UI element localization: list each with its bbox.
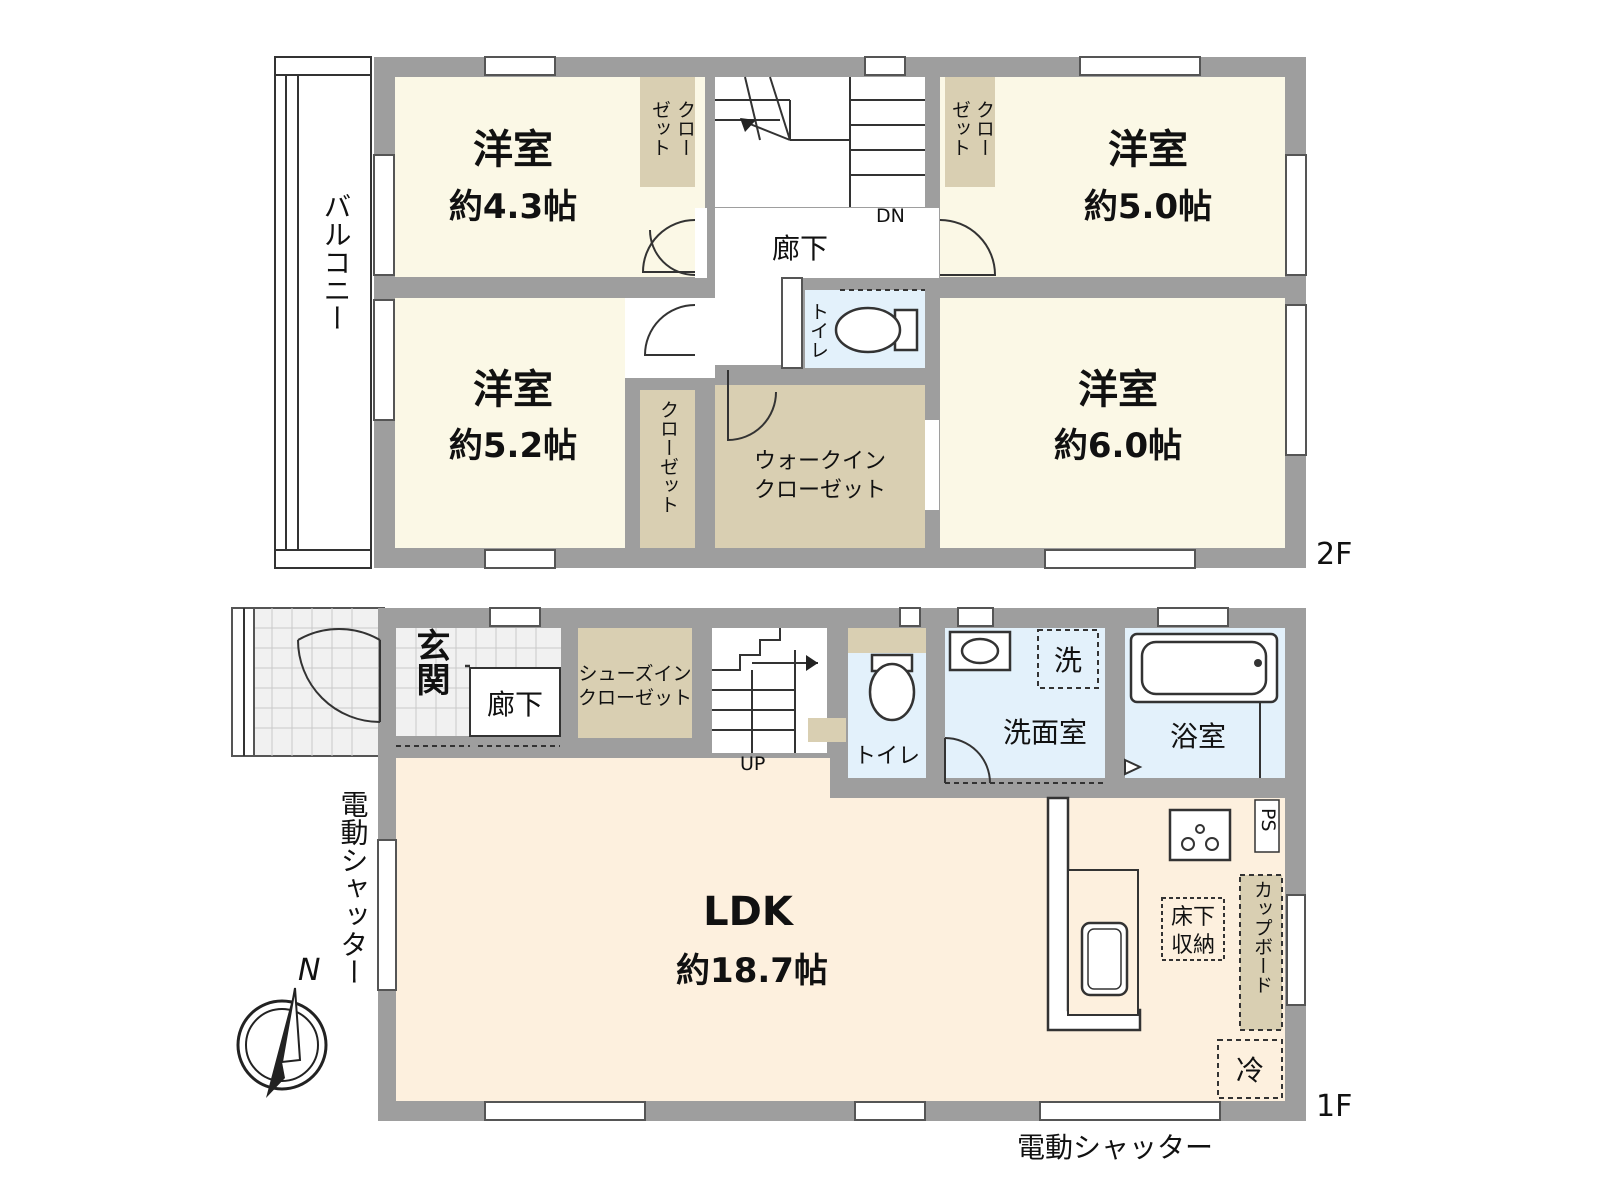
- closet-ne: [945, 77, 995, 187]
- room-ne-name: 洋室: [1108, 127, 1188, 173]
- hall-2f: [715, 208, 925, 365]
- windows-2f: [373, 56, 1307, 569]
- ldk-name: LDK: [703, 889, 795, 935]
- closet-nw: [640, 77, 695, 187]
- shutter-west-label: 電動シャッター: [337, 790, 370, 986]
- room-nw-name: 洋室: [473, 127, 553, 173]
- shoes-closet: [578, 628, 692, 738]
- stairs-2f: [715, 77, 925, 207]
- closet-sw: [640, 390, 695, 548]
- room-ne: [940, 77, 1285, 277]
- pipe-space: [1254, 799, 1280, 853]
- first-floor: 玄関 廊下 シューズイン クローゼット UP トイレ 洗面室 洗 浴室 LDK …: [231, 607, 1352, 1164]
- walkin-label-1: ウォークイン: [754, 449, 886, 474]
- cupboard-label: カップボード: [1251, 880, 1273, 994]
- hall-1f-label: 廊下: [487, 688, 543, 721]
- walkin-closet: [715, 385, 925, 548]
- closet-nw-label-1: クロー: [674, 100, 696, 157]
- washroom-label: 洗面室: [1003, 716, 1087, 749]
- svg-text:バルコニー: バルコニー: [320, 192, 353, 332]
- entrance-label: 玄関: [410, 628, 450, 696]
- room-ne-size: 約5.0帖: [1084, 187, 1212, 227]
- washer-label: 洗: [1054, 644, 1082, 677]
- floor-label-2f: 2F: [1316, 537, 1352, 572]
- room-sw-size: 約5.2帖: [449, 426, 577, 466]
- closet-ne-label-1: クロー: [973, 100, 995, 157]
- windows-1f: [377, 607, 1306, 1121]
- hall-2f-label: 廊下: [772, 232, 828, 265]
- compass-north-label: N: [298, 953, 320, 988]
- closet-sw-label: クローゼット: [657, 400, 679, 514]
- stairs-1f-dir: UP: [740, 753, 765, 775]
- closet-nw-label-2: ゼット: [649, 100, 671, 157]
- walkin-label-2: クローゼット: [754, 478, 886, 503]
- room-nw-size: 約4.3帖: [449, 187, 577, 227]
- underfloor-label-2: 収納: [1171, 933, 1215, 958]
- ps-label: PS: [1257, 808, 1279, 832]
- shutter-south-label: 電動シャッター: [1017, 1131, 1213, 1164]
- stairs-1f-lines: [712, 628, 846, 753]
- bath-label: 浴室: [1170, 720, 1226, 753]
- shoes-closet-label-2: クローゼット: [578, 687, 692, 709]
- room-se-name: 洋室: [1078, 367, 1158, 413]
- toilet-1f-label: トイレ: [854, 744, 920, 769]
- fridge-label: 冷: [1236, 1054, 1264, 1087]
- closet-ne-label-2: ゼット: [949, 100, 971, 157]
- hall-1f: [469, 667, 561, 737]
- room-se-size: 約6.0帖: [1054, 426, 1182, 466]
- ldk-size: 約18.7帖: [676, 951, 828, 991]
- balcony: [274, 56, 372, 569]
- floor-label-1f: 1F: [1316, 1089, 1352, 1124]
- compass-needle-icon: [266, 988, 295, 1098]
- balcony-label: バルコニー: [320, 192, 353, 332]
- ldk: [396, 758, 1285, 1101]
- room-se: [940, 298, 1285, 548]
- porch: [231, 607, 385, 757]
- shoes-closet-label-1: シューズイン: [578, 663, 691, 685]
- compass: N: [236, 953, 328, 1098]
- room-sw-name: 洋室: [473, 367, 553, 413]
- cupboard: [1239, 874, 1283, 1031]
- room-sw: [395, 298, 625, 548]
- stairs-lines: [715, 76, 925, 207]
- doors-2f: [641, 208, 997, 510]
- second-floor: バルコニー: [274, 56, 1352, 572]
- stairs-2f-dir: DN: [876, 205, 905, 227]
- toilet-2f-label: トイレ: [807, 302, 829, 359]
- underfloor-label-1: 床下: [1171, 905, 1215, 930]
